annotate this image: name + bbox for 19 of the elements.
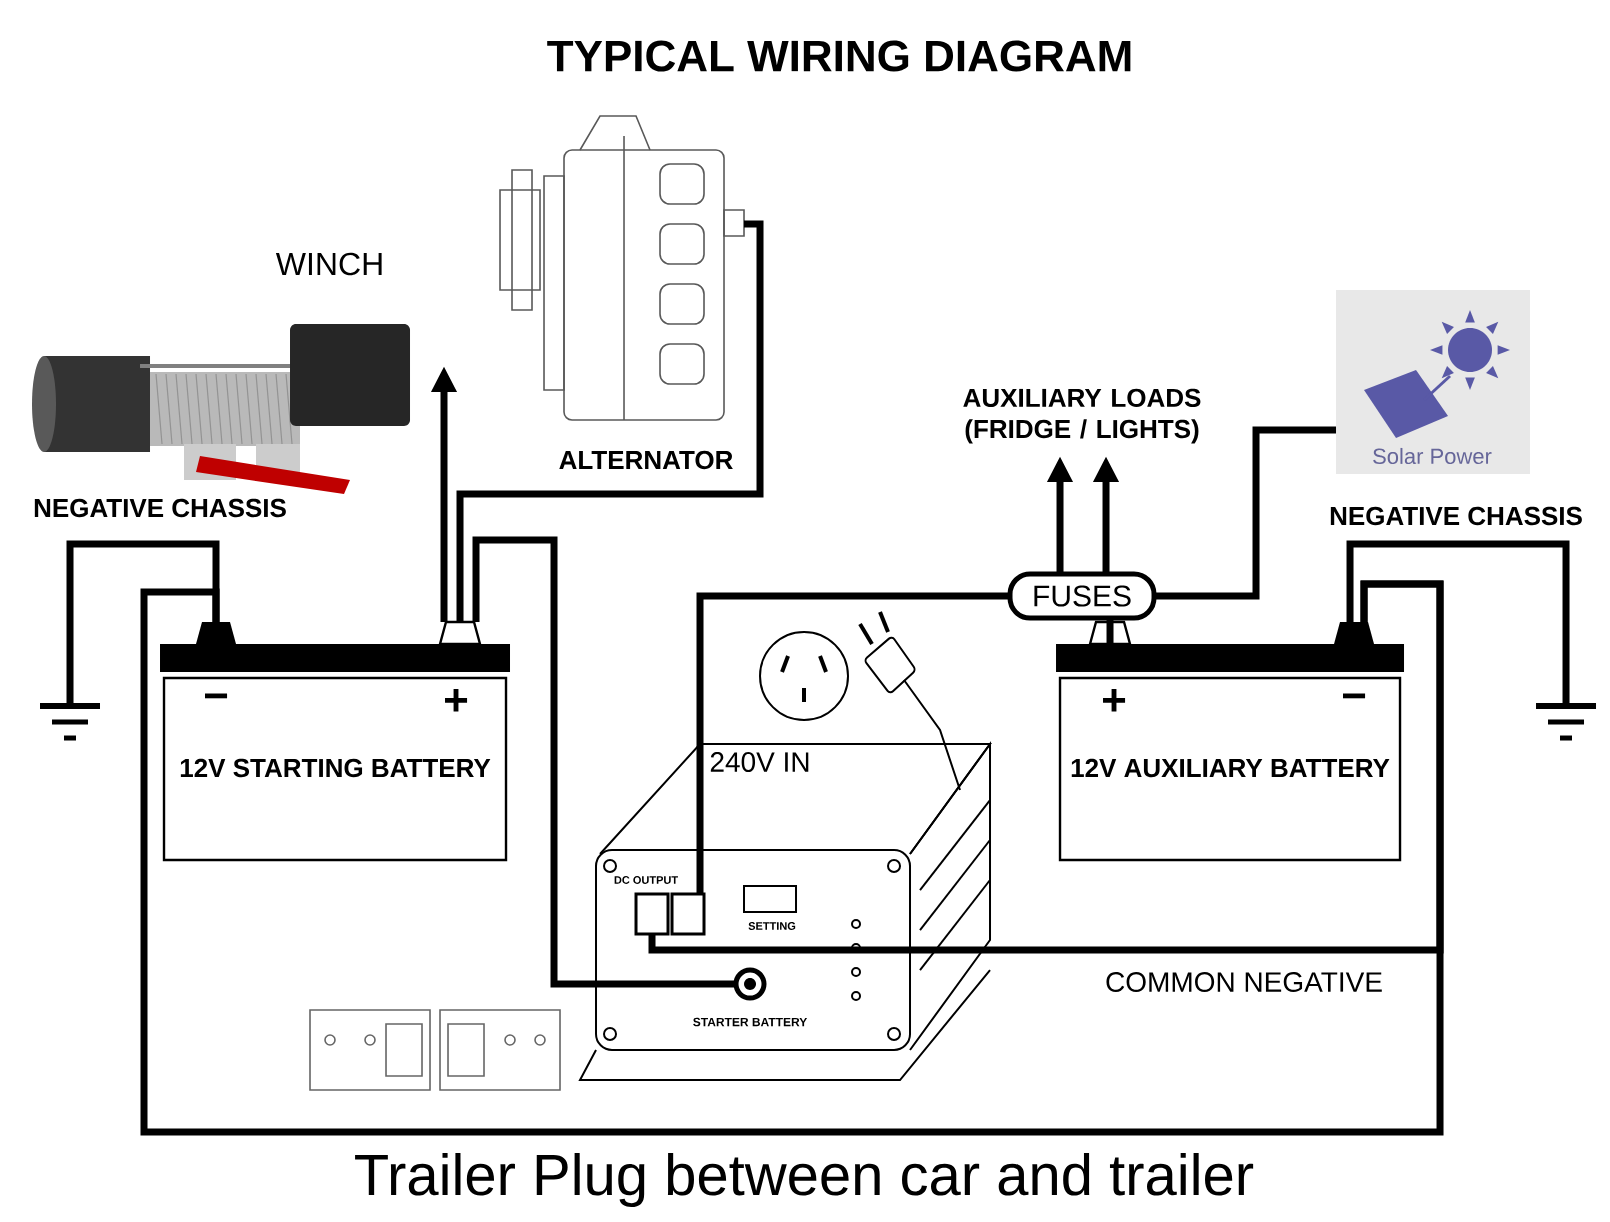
- wire: [66, 540, 220, 704]
- alternator-label: ALTERNATOR: [559, 450, 733, 470]
- edge-label: COMMON NEGATIVE: [1106, 972, 1382, 992]
- edge-label: NEGATIVE CHASSIS: [34, 498, 286, 518]
- wire: [696, 592, 1010, 894]
- ground-symbol: [40, 703, 100, 741]
- winch-label: WINCH: [275, 252, 382, 276]
- solar-label: Solar Power: [1373, 447, 1492, 465]
- input-label: 240V IN: [710, 752, 809, 772]
- fuse-box: FUSES: [1007, 571, 1157, 621]
- caption: Trailer Plug between car and trailer: [355, 1153, 1254, 1208]
- edge-label: NEGATIVE CHASSIS: [1330, 506, 1582, 526]
- loads-label: AUXILIARY LOADS (FRIDGE / LIGHTS): [963, 388, 1201, 444]
- wire: [1106, 618, 1114, 644]
- wire: [1154, 426, 1336, 600]
- wire: [1346, 540, 1570, 704]
- ground-symbol: [1536, 703, 1596, 741]
- title: TYPICAL WIRING DIAGRAM: [547, 40, 1131, 72]
- wire: [472, 536, 734, 988]
